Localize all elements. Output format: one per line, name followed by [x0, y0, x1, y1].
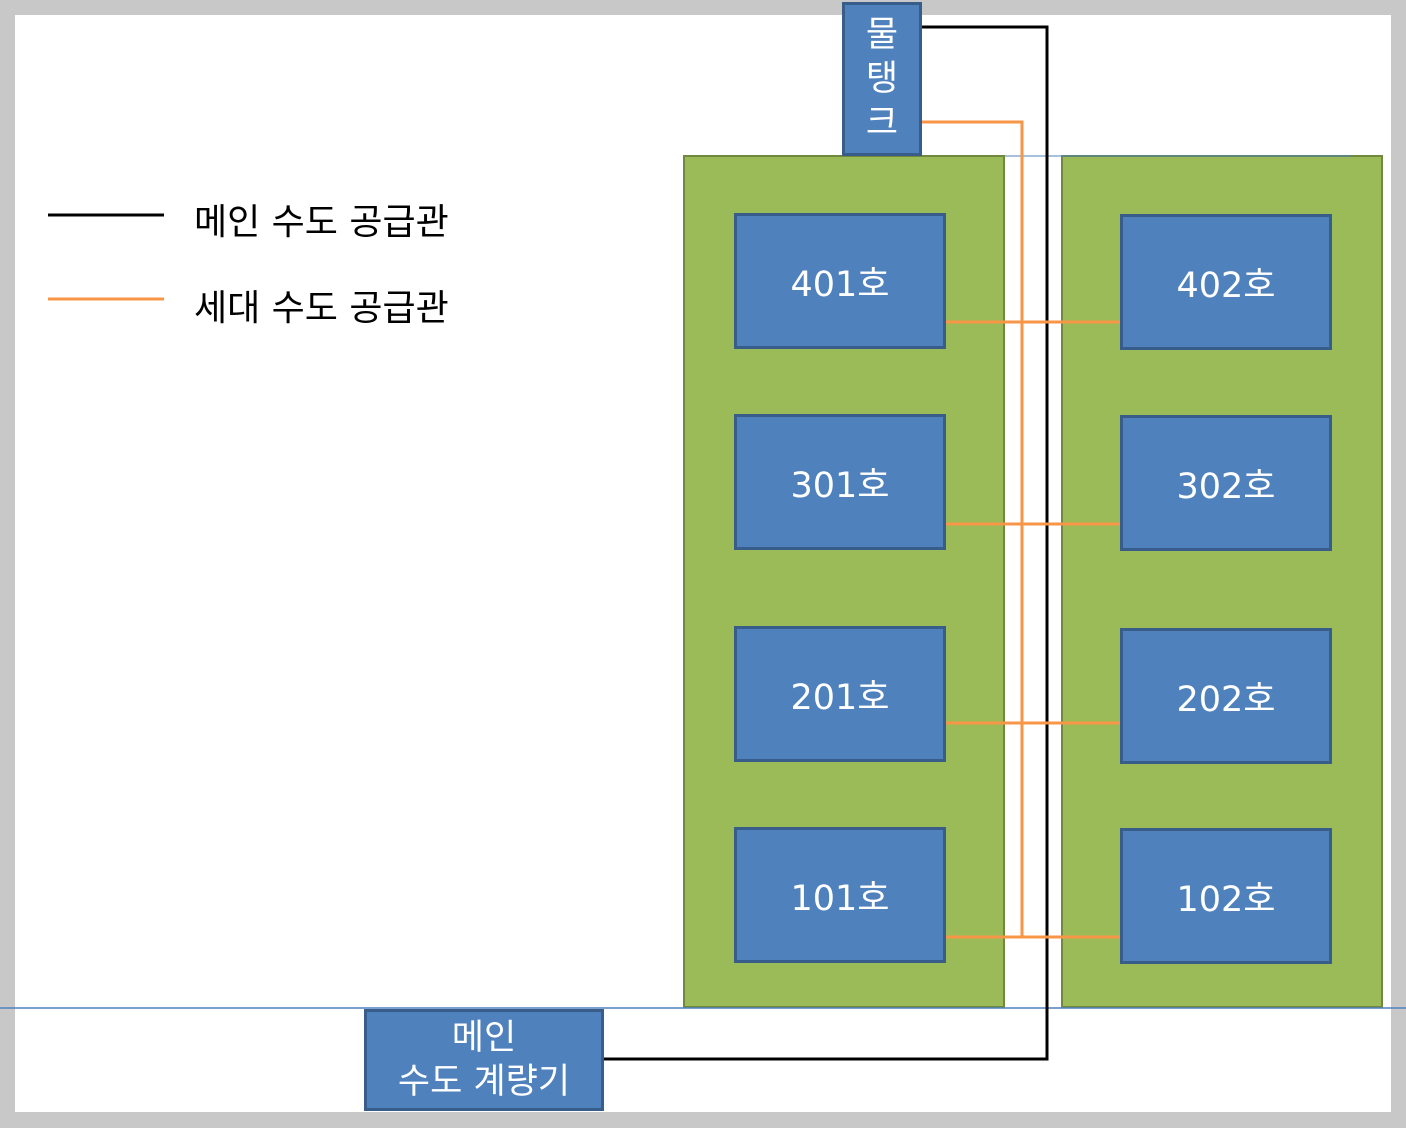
unit-supply-riser [922, 120, 1024, 938]
water-tank-label-1: 물 [865, 15, 899, 55]
water-tank-label-2: 탱 [865, 59, 899, 99]
legend-main-line-label: 메인 수도 공급관 [194, 202, 449, 243]
unit-301: 301호 [734, 414, 946, 550]
main-water-meter: 메인 수도 계량기 [364, 1009, 604, 1111]
unit-201: 201호 [734, 626, 946, 762]
unit-401: 401호 [734, 213, 946, 349]
main-supply-pipe [604, 25, 1049, 1061]
unit-302: 302호 [1120, 415, 1332, 551]
main-water-meter-label-1: 메인 [451, 1018, 517, 1058]
water-tank: 물 탱 크 [842, 2, 922, 156]
unit-402: 402호 [1120, 214, 1332, 350]
water-tank-label-3: 크 [865, 103, 899, 143]
unit-101: 101호 [734, 827, 946, 963]
main-water-meter-label-2: 수도 계량기 [397, 1062, 571, 1102]
legend-unit-line-label: 세대 수도 공급관 [194, 288, 449, 329]
unit-202: 202호 [1120, 628, 1332, 764]
unit-102: 102호 [1120, 828, 1332, 964]
